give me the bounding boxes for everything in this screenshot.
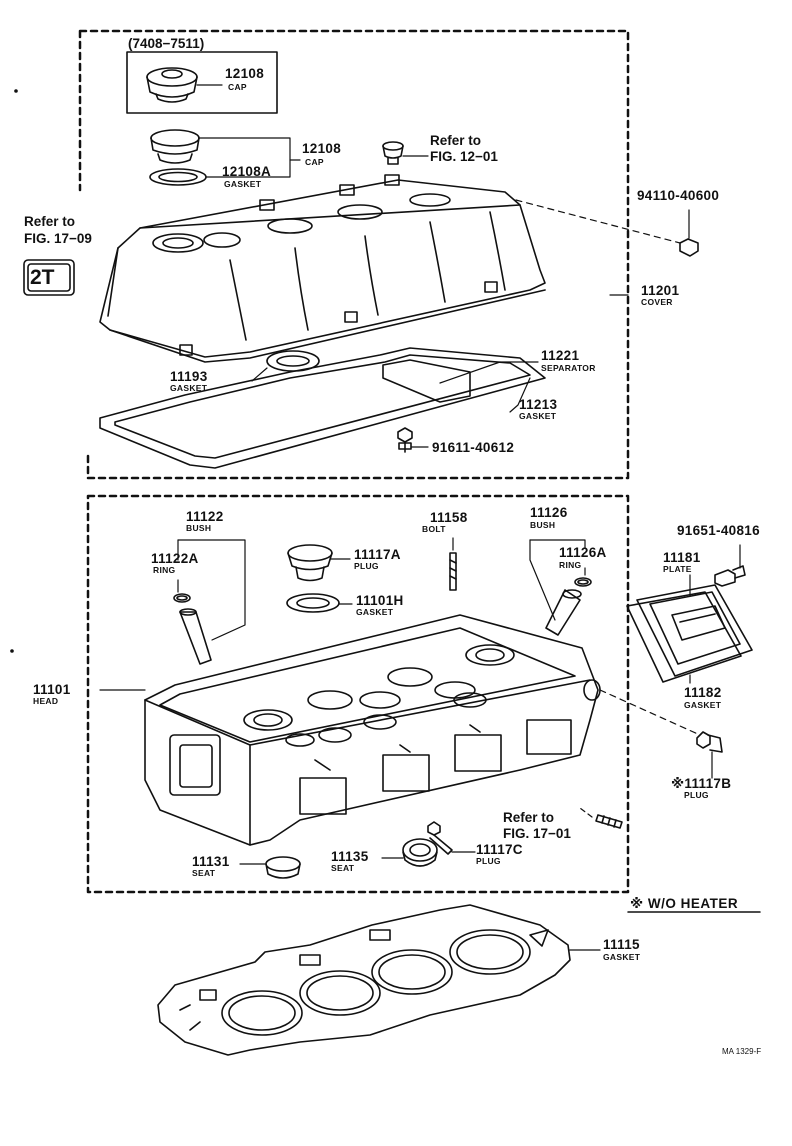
part-name-plug-11117b: PLUG — [684, 790, 709, 800]
refer-fig-17-01-link[interactable]: FIG. 17−01 — [503, 826, 571, 841]
nut-94110-drawing — [679, 238, 699, 257]
part-number-gasket-11182[interactable]: 11182 — [684, 685, 722, 700]
badge-2t-drawing — [23, 259, 75, 296]
part-number-nut-94110[interactable]: 94110-40600 — [637, 188, 720, 203]
figure-code: MA 1329-F — [722, 1047, 762, 1056]
bush-11122-drawing — [179, 608, 212, 665]
part-number-gasket-11101h[interactable]: 11101H — [356, 593, 404, 608]
ring-11122a-drawing — [173, 593, 191, 603]
part-number-cap[interactable]: 12108 — [302, 141, 342, 156]
part-name-gasket-11193: GASKET — [170, 383, 208, 393]
head-gasket-11115-drawing — [157, 904, 571, 1056]
stud-refer-17-01-drawing — [595, 814, 623, 829]
plug-11117a-drawing — [287, 544, 333, 582]
grommet-drawing — [382, 141, 404, 165]
part-name-gasket-12108a: GASKET — [224, 179, 262, 189]
part-name-ring-11126a: RING — [559, 560, 582, 570]
part-number-ring-11122a[interactable]: 11122A — [151, 551, 199, 566]
part-number-cap-old[interactable]: 12108 — [225, 66, 265, 81]
refer-fig-17-09-line1: Refer to — [24, 214, 76, 229]
part-name-cover: COVER — [641, 297, 673, 307]
part-name-separator: SEPARATOR — [541, 363, 596, 373]
part-number-ring-11126a[interactable]: 11126A — [559, 545, 607, 560]
badge-2t-text: 2T — [30, 266, 55, 289]
part-number-plug-11117c[interactable]: 11117C — [476, 842, 523, 857]
plug-11117c-drawing — [427, 821, 453, 855]
part-number-cover[interactable]: 11201 — [641, 283, 680, 298]
seat-11131-drawing — [265, 856, 301, 879]
refer-fig-17-09-link[interactable]: FIG. 17−09 — [24, 231, 92, 246]
stud-11158-drawing — [449, 552, 457, 591]
plug-11117b-drawing — [696, 731, 723, 753]
cap-12108-old-drawing — [146, 67, 198, 103]
part-number-plate-11181[interactable]: 11181 — [663, 550, 701, 565]
gasket-11182-drawing — [626, 591, 742, 683]
gasket-11101h-drawing — [286, 593, 340, 613]
part-name-bolt-11158: BOLT — [422, 524, 446, 534]
part-number-gasket-11193[interactable]: 11193 — [170, 369, 208, 384]
head-group-dashed-box — [86, 494, 630, 894]
part-number-head[interactable]: 11101 — [33, 682, 71, 697]
part-name-gasket-11115: GASKET — [603, 952, 641, 962]
valve-cover-11201-drawing — [99, 174, 546, 363]
part-number-bolt-91611[interactable]: 91611-40612 — [432, 440, 515, 455]
part-name-seat-11131: SEAT — [192, 868, 216, 878]
part-name-plug-11117a: PLUG — [354, 561, 379, 571]
part-number-gasket-11115[interactable]: 11115 — [603, 937, 640, 952]
part-number-bolt-91651[interactable]: 91651-40816 — [677, 523, 760, 538]
cover-group-dashed-box — [78, 29, 630, 480]
part-name-plug-11117c: PLUG — [476, 856, 501, 866]
part-name-cap-old: CAP — [228, 82, 247, 92]
part-name-plate-11181: PLATE — [663, 564, 692, 574]
separator-11221-drawing — [382, 359, 471, 403]
part-name-gasket-11213: GASKET — [519, 411, 557, 421]
part-number-separator[interactable]: 11221 — [541, 348, 580, 363]
part-number-plug-11117b[interactable]: ※11117B — [671, 776, 732, 791]
bolt-91651-drawing — [714, 565, 746, 587]
gasket-11193-drawing — [266, 350, 320, 372]
part-number-gasket-11213[interactable]: 11213 — [519, 397, 558, 412]
part-number-seat-11135[interactable]: 11135 — [331, 849, 369, 864]
bush-11126-drawing — [545, 589, 582, 636]
part-name-gasket-11182: GASKET — [684, 700, 722, 710]
part-number-seat-11131[interactable]: 11131 — [192, 854, 230, 869]
ring-11126a-drawing — [574, 577, 592, 587]
refer-fig-17-01-line1: Refer to — [503, 810, 555, 825]
part-name-seat-11135: SEAT — [331, 863, 355, 873]
part-name-ring-11122a: RING — [153, 565, 176, 575]
part-name-bush-11126: BUSH — [530, 520, 556, 530]
cap-variant-box — [126, 51, 278, 114]
cylinder-head-11101-drawing — [144, 614, 601, 846]
part-number-gasket-12108a[interactable]: 12108A — [222, 164, 272, 179]
range-note: (7408−7511) — [128, 36, 205, 51]
refer-fig-12-01-line1: Refer to — [430, 133, 482, 148]
part-name-bush-11122: BUSH — [186, 523, 212, 533]
gasket-12108a-drawing — [149, 168, 207, 186]
gasket-11213-drawing — [99, 347, 546, 469]
part-name-head: HEAD — [33, 696, 59, 706]
part-number-bolt-11158[interactable]: 11158 — [430, 510, 468, 525]
part-name-cap: CAP — [305, 157, 324, 167]
part-number-bush-11126[interactable]: 11126 — [530, 505, 568, 520]
refer-fig-12-01-link[interactable]: FIG. 12−01 — [430, 149, 498, 164]
seat-11135-drawing — [402, 838, 438, 867]
cap-12108-drawing — [150, 129, 200, 164]
legend-wo-heater: ※ W/O HEATER — [630, 896, 739, 911]
part-name-gasket-11101h: GASKET — [356, 607, 394, 617]
part-number-plug-11117a[interactable]: 11117A — [354, 547, 401, 562]
bolt-91611-drawing — [397, 427, 413, 453]
part-number-bush-11122[interactable]: 11122 — [186, 509, 224, 524]
